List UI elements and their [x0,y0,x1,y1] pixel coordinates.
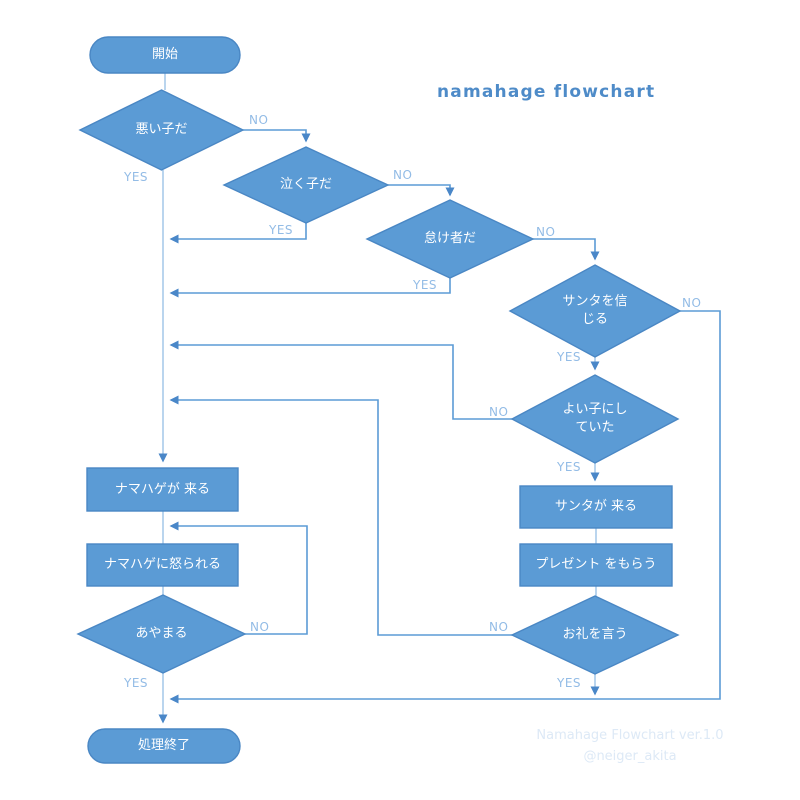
edge-say-thanks-no [169,395,512,636]
edge-bad-kid-no [243,129,311,143]
edge-label-believe-santa-no: NO [682,296,702,310]
shape-end-terminator [87,728,241,764]
shape-bad-kid-decision [78,89,245,171]
shape-lazy-kid-decision [365,199,535,279]
edge-crying-kid-yes [169,223,307,244]
edge-label-say-thanks-no: NO [489,620,509,634]
edge-label-apologize-no: NO [250,620,270,634]
shape-apologize-decision [76,594,247,674]
edge-label-say-thanks-yes: YES [557,676,582,690]
edge-label-apologize-yes: YES [124,676,149,690]
shape-get-present-process [519,543,673,587]
shape-scolded-process [86,543,239,587]
edge-apologize-no [169,521,308,635]
shape-namahage-comes-process [86,467,239,512]
edge-label-was-good-kid-yes: YES [557,460,582,474]
edge-was-good-kid-no [169,340,512,420]
edge-label-crying-kid-yes: YES [269,223,294,237]
shape-believe-santa-decision [508,264,682,358]
shape-santa-comes-process [519,485,673,529]
shape-say-thanks-decision [510,595,680,675]
edge-label-was-good-kid-no: NO [489,405,509,419]
edge-label-believe-santa-yes: YES [557,350,582,364]
shape-was-good-kid-decision [510,374,680,464]
edge-believe-santa-no [169,310,721,704]
edge-label-crying-kid-no: NO [393,168,413,182]
footer-version-line: Namahage Flowchart ver.1.0 [536,728,724,743]
edge-label-bad-kid-no: NO [249,113,269,127]
footer-credit: Namahage Flowchart ver.1.0 @neiger_akita [520,726,740,768]
edge-crying-kid-no [388,184,455,197]
edge-label-lazy-kid-no: NO [536,225,556,239]
edge-lazy-kid-no [533,238,600,261]
footer-author-line: @neiger_akita [583,748,677,764]
edge-label-bad-kid-yes: YES [124,170,149,184]
edge-label-lazy-kid-yes: YES [413,278,438,292]
edge-lazy-kid-yes [169,278,451,298]
shape-start-terminator [89,36,241,74]
page-title: namahage flowchart [437,82,656,102]
shape-crying-kid-decision [222,146,390,224]
